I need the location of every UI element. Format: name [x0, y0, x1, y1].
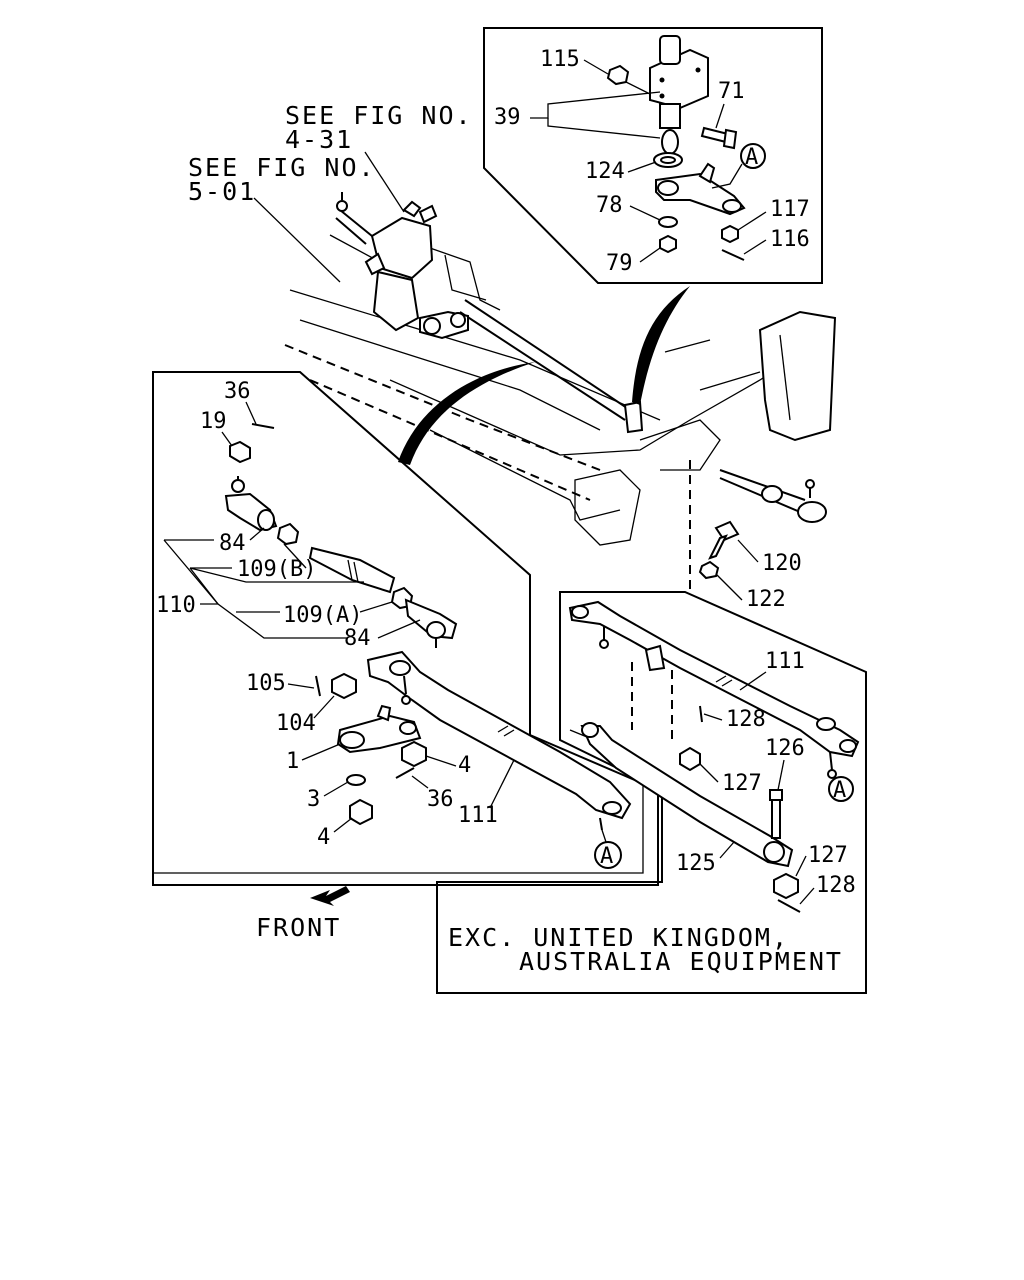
- callout-19: 19: [200, 409, 227, 434]
- callout-109b: 109(B): [237, 557, 316, 582]
- callout-128-bottom: 128: [816, 873, 856, 898]
- front-arrow-icon: [310, 886, 350, 906]
- ref-4-31-line1: SEE FIG NO.: [285, 101, 473, 130]
- callout-111: 111: [458, 803, 498, 828]
- callout-71: 71: [718, 79, 745, 104]
- callout-109a: 109(A): [283, 603, 362, 628]
- callout-128-top: 128: [726, 707, 766, 732]
- callout-84-upper: 84: [219, 531, 246, 556]
- callout-111-variant: 111: [765, 649, 805, 674]
- callout-36-lower: 36: [427, 787, 454, 812]
- callout-120: 120: [762, 551, 802, 576]
- chassis-frame-drawing: [284, 234, 837, 590]
- callout-104: 104: [276, 711, 316, 736]
- callout-127-top: 127: [722, 771, 762, 796]
- callout-78: 78: [596, 193, 623, 218]
- reference-fig-5-01: SEE FIG NO. 5-01: [188, 153, 376, 283]
- callout-124: 124: [585, 159, 625, 184]
- callout-115: 115: [540, 47, 580, 72]
- front-label: FRONT: [256, 913, 341, 942]
- callout-126: 126: [765, 736, 805, 761]
- callout-1: 1: [286, 749, 299, 774]
- inset-top-circle-a: A: [745, 145, 758, 170]
- callout-4-right: 4: [458, 753, 471, 778]
- detail-arc-right: [632, 286, 690, 405]
- callout-116: 116: [770, 227, 810, 252]
- callout-39: 39: [494, 105, 521, 130]
- callout-125: 125: [676, 851, 716, 876]
- note-line-1: EXC. UNITED KINGDOM,: [448, 923, 789, 952]
- callout-122: 122: [746, 587, 786, 612]
- callout-117: 117: [770, 197, 810, 222]
- main-panel: A 36 19 84 109(B) 110 109(A) 84 105 104 …: [152, 371, 659, 886]
- ref-5-01-line2: 5-01: [188, 177, 256, 206]
- detail-arc-left: [398, 362, 535, 465]
- variant-panel-circle-a: A: [833, 778, 846, 803]
- callout-84-lower: 84: [344, 626, 371, 651]
- main-panel-circle-a: A: [600, 844, 613, 869]
- ref-5-01-line1: SEE FIG NO.: [188, 153, 376, 182]
- steering-gear-box: [335, 192, 469, 340]
- callout-36-top: 36: [224, 379, 251, 404]
- variant-panel: A 111 128 126 127 125 127 128 EXC. UNITE…: [436, 591, 867, 994]
- callout-127-bottom: 127: [808, 843, 848, 868]
- callout-105: 105: [246, 671, 286, 696]
- front-indicator: FRONT: [256, 886, 350, 942]
- callout-79: 79: [606, 251, 633, 276]
- reference-fig-4-31: SEE FIG NO. 4-31: [285, 101, 473, 213]
- callout-4-lower: 4: [317, 825, 330, 850]
- note-line-2: AUSTRALIA EQUIPMENT: [519, 947, 843, 976]
- inset-top-panel: A 115 71 39 124 78 117 116 79: [483, 27, 823, 284]
- ref-4-31-line2: 4-31: [285, 125, 353, 154]
- callout-3: 3: [307, 787, 320, 812]
- callout-110: 110: [156, 593, 196, 618]
- frame-bolt-group: 120 122: [698, 520, 802, 612]
